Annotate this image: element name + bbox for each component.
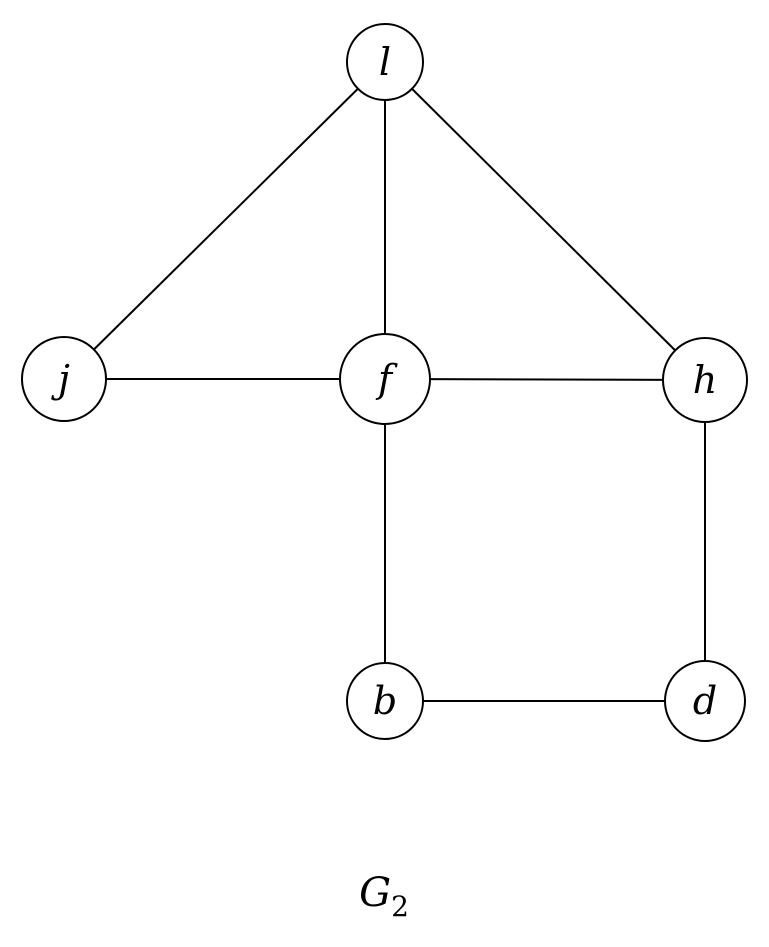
node-b-label: b (373, 679, 397, 723)
node-f-circle (339, 333, 431, 425)
edge-l-j (63, 61, 386, 380)
edge-l-h (384, 61, 706, 381)
node-d-label: d (693, 679, 717, 723)
node-l-circle (346, 23, 424, 101)
node-d: d (664, 660, 746, 742)
node-j: j (21, 336, 107, 422)
node-f: f (339, 333, 431, 425)
node-b-circle (346, 662, 424, 740)
graph-caption: G2 (359, 870, 409, 923)
edges-layer (63, 61, 706, 702)
node-l-label: l (379, 40, 391, 84)
graph-caption-subscript: 2 (391, 890, 409, 923)
node-b: b (346, 662, 424, 740)
graph-caption-main: G (359, 870, 391, 916)
node-h-circle (662, 337, 748, 423)
node-d-circle (664, 660, 746, 742)
node-h: h (662, 337, 748, 423)
edge-f-h (384, 378, 706, 381)
nodes-layer: l j f h b d (21, 23, 748, 742)
node-h-label: h (693, 358, 717, 402)
node-l: l (346, 23, 424, 101)
node-j-circle (21, 336, 107, 422)
